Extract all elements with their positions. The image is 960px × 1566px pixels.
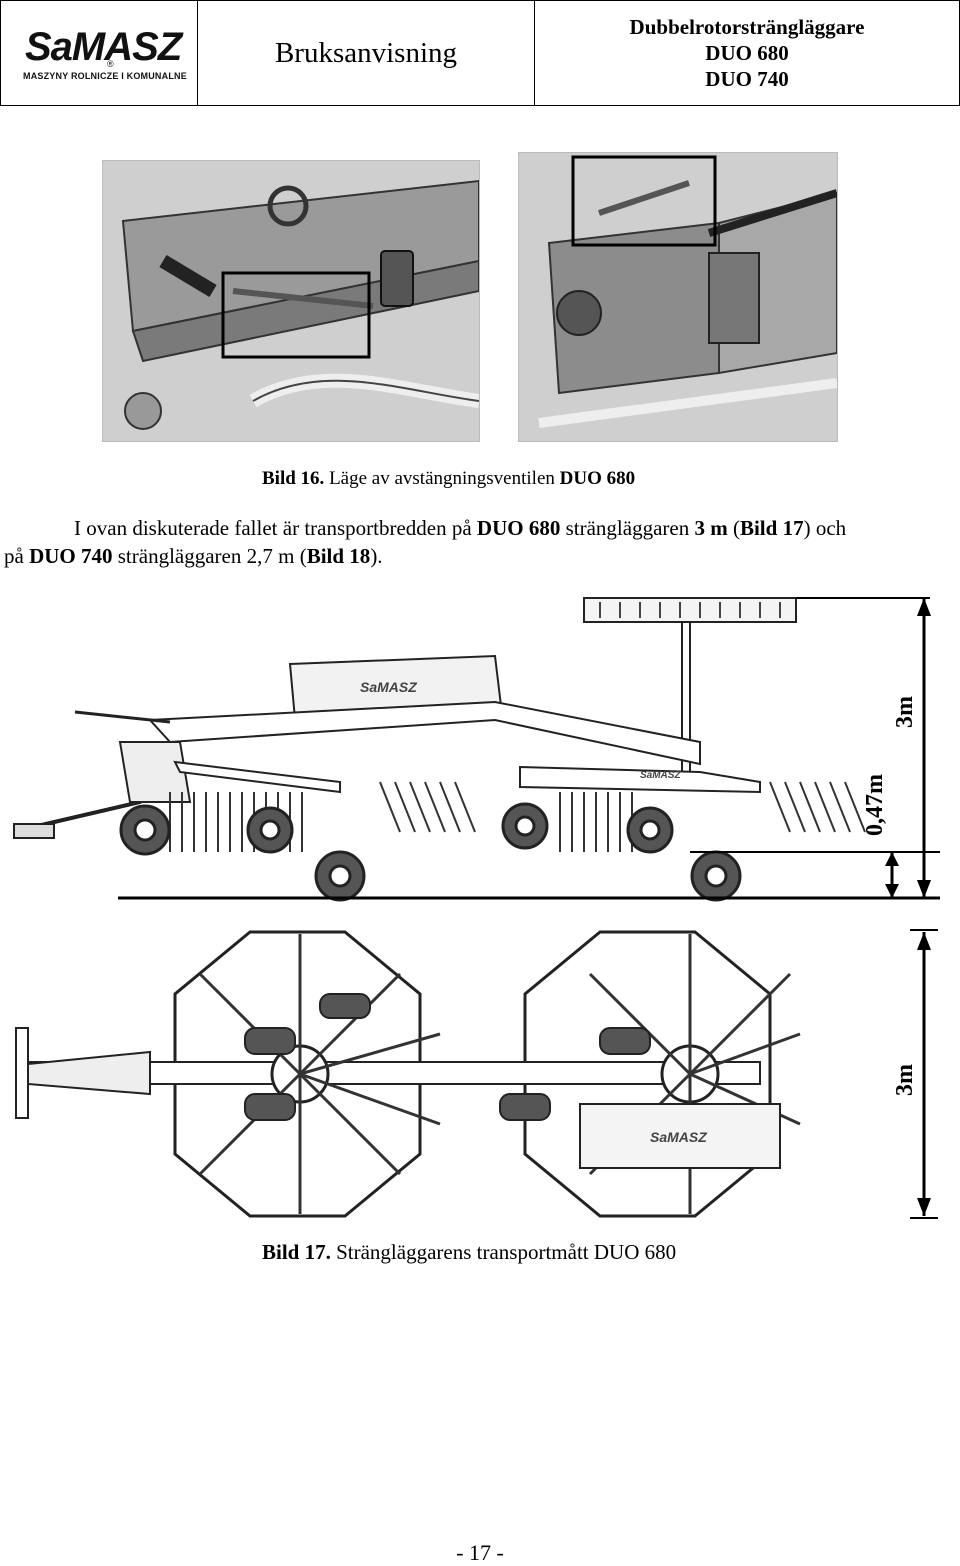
width-dimension-label: 3m [892,1064,918,1096]
paragraph-line-1: I ovan diskuterade fallet är transportbr… [74,516,847,540]
photo-valve-left [102,160,480,442]
page-number: - 17 - [456,1540,504,1565]
document-title: Bruksanvisning [198,1,535,105]
figure-16-caption: Bild 16. Läge av avstängningsventilen DU… [262,468,635,490]
side-brand-mark: SaMASZ [360,679,417,695]
logo-subtitle: MASZYNY ROLNICZE I KOMUNALNE [23,71,187,81]
top-view-drawing: SaMASZ 3m [15,929,938,1219]
product-block: Dubbelrotorsträngläggare DUO 680 DUO 740 [535,1,959,105]
figure-17-caption: Bild 17. Strängläggarens transportmått D… [262,1240,676,1265]
company-logo: SaMASZ ® MASZYNY ROLNICZE I KOMUNALNE [1,1,198,105]
side-brand-mark-2: SaMASZ [640,770,681,781]
logo-wordmark: SaMASZ [25,25,182,69]
model-1: DUO 680 [705,41,789,65]
logo-registered-mark: ® [107,59,114,69]
body-paragraph: I ovan diskuterade fallet är transportbr… [4,514,944,570]
figure-17-label: Bild 17. [262,1240,331,1264]
model-2: DUO 740 [705,67,789,91]
page-header: SaMASZ ® MASZYNY ROLNICZE I KOMUNALNE Br… [0,0,960,106]
photo-valve-right [518,152,838,442]
figure-16-label: Bild 16. [262,468,325,489]
paragraph-line-2: på DUO 740 strängläggaren 2,7 m (Bild 18… [4,544,383,568]
product-name: Dubbelrotorsträngläggare [629,15,865,39]
figure-16-model: DUO 680 [559,468,636,489]
figure-16-text: Läge av avstängningsventilen [324,468,560,489]
figure-17-text: Strängläggarens transportmått DUO 680 [330,1240,677,1264]
top-brand-mark: SaMASZ [650,1129,707,1145]
clearance-dimension-label: 0,47m [862,774,888,836]
side-view-drawing: SaMASZ SaMASZ 3m 0,47m [13,597,940,902]
height-dimension-label: 3m [892,696,918,728]
